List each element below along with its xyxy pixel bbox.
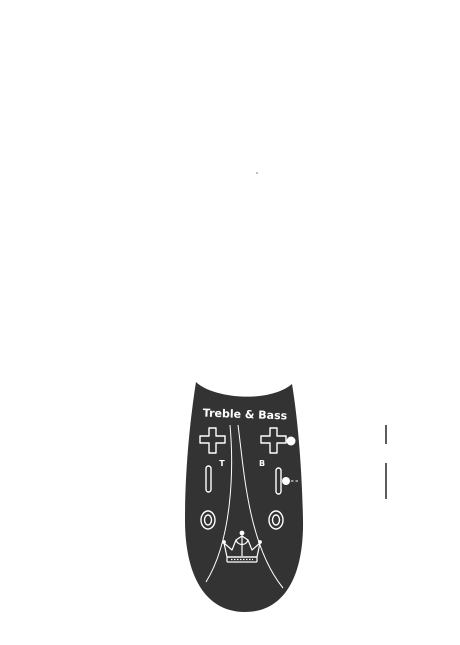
stray-dot xyxy=(256,172,258,174)
panel-guide-left xyxy=(205,424,233,583)
bass-minus-icon[interactable] xyxy=(275,467,282,495)
panel-guide-right xyxy=(237,424,284,589)
bass-plus-marker-dot xyxy=(286,436,296,446)
panel-body xyxy=(185,382,304,612)
treble-label: T xyxy=(219,459,225,468)
bass-plus-icon[interactable] xyxy=(260,427,287,454)
bass-knob-icon[interactable] xyxy=(268,510,284,530)
panel-title: Treble & Bass xyxy=(203,407,288,423)
treble-minus-icon[interactable] xyxy=(205,465,212,493)
bass-minus-marker-dot xyxy=(282,477,290,485)
bass-label: B xyxy=(259,459,265,468)
treble-plus-icon[interactable] xyxy=(199,427,226,454)
treble-knob-icon[interactable] xyxy=(200,510,216,530)
crown-icon xyxy=(222,530,262,563)
